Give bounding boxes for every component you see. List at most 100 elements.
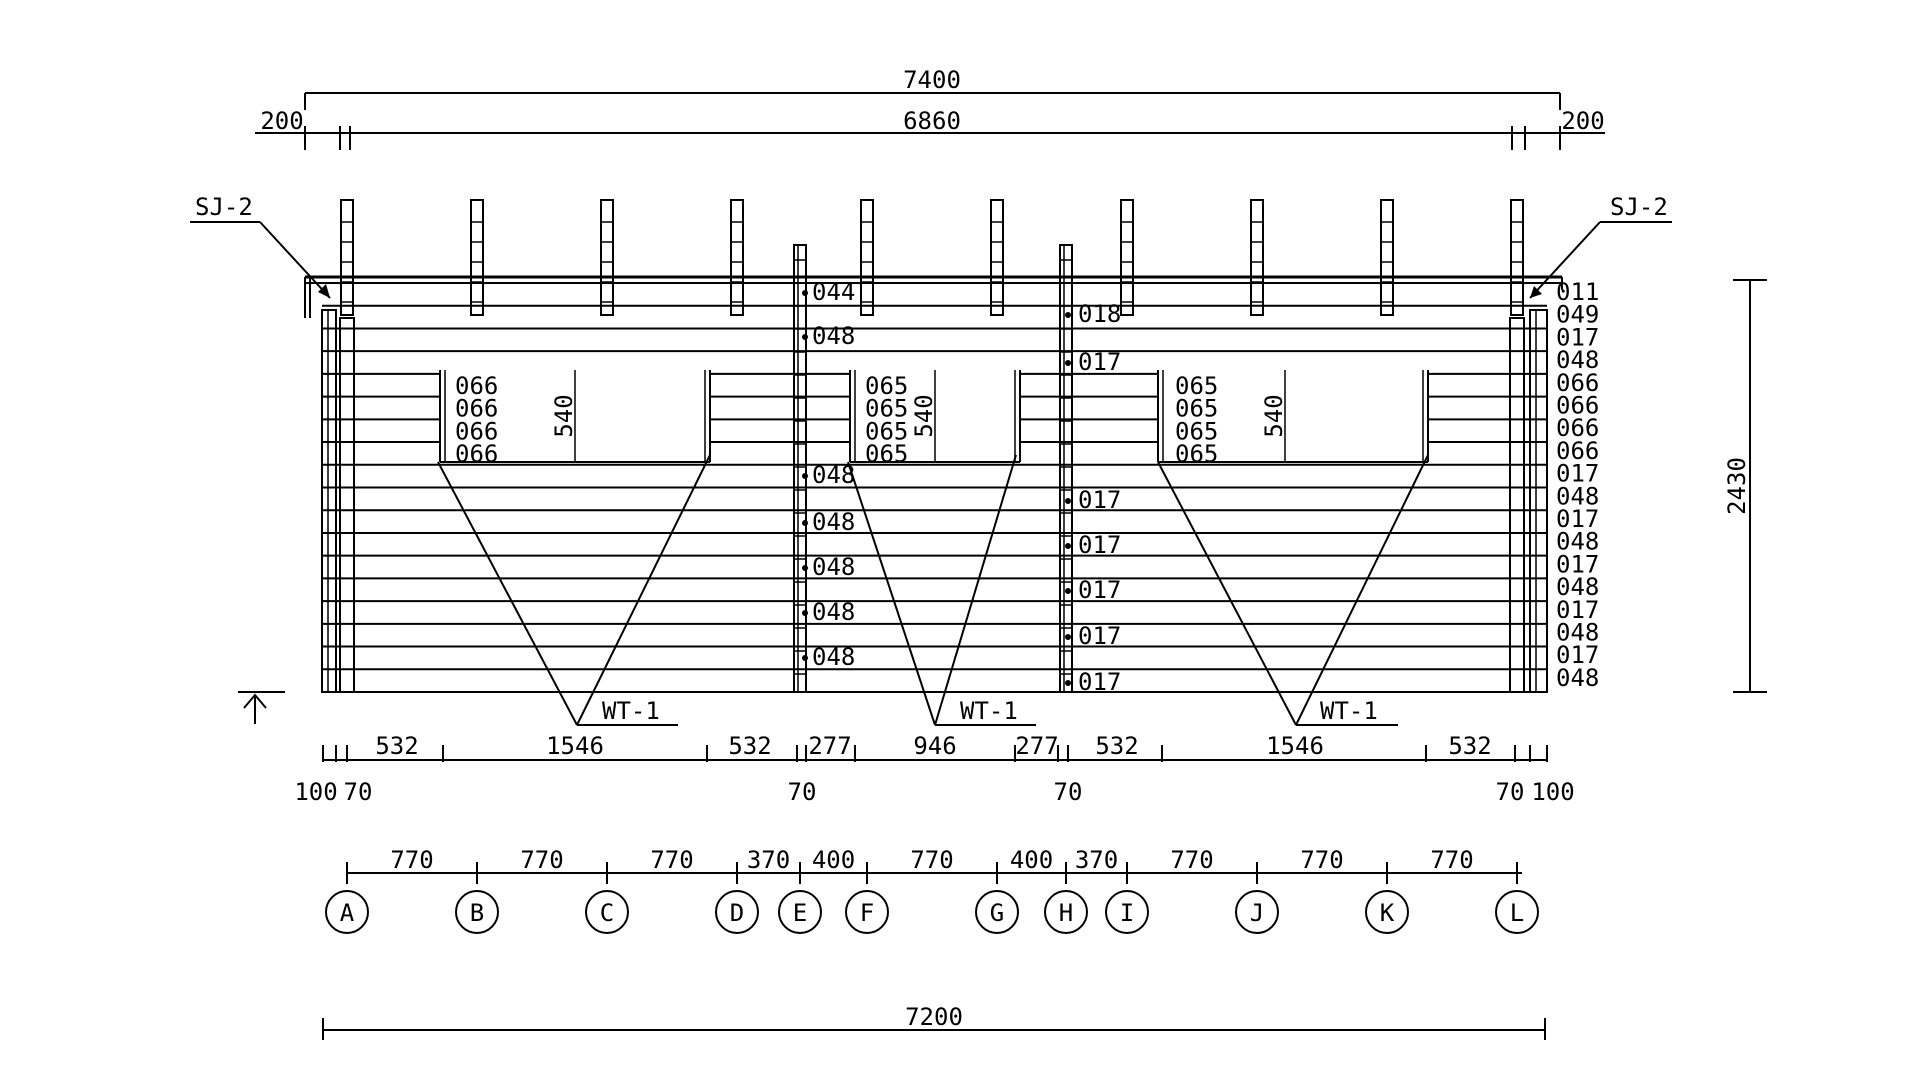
post-e-label: 048: [812, 461, 855, 489]
post-h-label: 017: [1078, 531, 1121, 559]
bottom-dim-2: 100: [1531, 778, 1574, 806]
grid-bubble-L: L: [1495, 890, 1539, 934]
wall-tag-3: WT-1: [1157, 454, 1429, 726]
height-dimension: 2430: [1723, 279, 1767, 693]
rafter-post: [1380, 199, 1394, 316]
window-height-dim: 540: [1260, 394, 1288, 437]
grid-spacing-dim: 370: [1075, 846, 1118, 874]
bottom-dim-2: 70: [344, 778, 373, 806]
rafter-post: [1120, 199, 1134, 316]
grid-spacing-dim: 400: [1010, 846, 1053, 874]
floor-level-marker: [238, 691, 285, 724]
course-label-right: 048: [1556, 482, 1599, 510]
post-e-label: 048: [812, 598, 855, 626]
course-label-right: 017: [1556, 460, 1599, 488]
grid-bubble-B: B: [455, 890, 499, 934]
post-h-label: 017: [1078, 486, 1121, 514]
grid-spacing-dim: 400: [812, 846, 855, 874]
wall-tag-1: WT-1: [437, 454, 711, 726]
window-opening-3: 540: [1157, 370, 1429, 463]
bottom-dim-1: 277: [1015, 732, 1058, 760]
course-label-right: 017: [1556, 505, 1599, 533]
course-label-right: 066: [1556, 369, 1599, 397]
post-e-label: 048: [812, 643, 855, 671]
course-labels: 0110490170480660660660660170480170480170…: [455, 278, 1599, 696]
grid-label-H: H: [1059, 899, 1073, 927]
grid-spacing-dim: 370: [747, 846, 790, 874]
window-1-course-label: 066: [455, 372, 498, 400]
base-dimension: 7200: [322, 1003, 1546, 1040]
bottom-dim-1: 532: [1095, 732, 1138, 760]
rafter-post: [1510, 199, 1524, 316]
bottom-dim-1: 277: [808, 732, 851, 760]
grid-bubble-G: G: [975, 890, 1019, 934]
grid-bubble-H: H: [1044, 890, 1088, 934]
bottom-dim-2: 70: [788, 778, 817, 806]
post-h-label: 018: [1078, 300, 1121, 328]
window-3-course-label: 065: [1175, 372, 1218, 400]
window-3-course-label: 065: [1175, 417, 1218, 445]
wall-tag-2: WT-1: [847, 454, 1036, 726]
course-label-right: 048: [1556, 528, 1599, 556]
height-dim: 2430: [1723, 457, 1751, 515]
grid-bubble-F: F: [845, 890, 889, 934]
grid-spacing-dim: 770: [1170, 846, 1213, 874]
right-overhang-dim: 200: [1561, 107, 1604, 135]
grid-bubble-J: J: [1235, 890, 1279, 934]
grid-label-D: D: [730, 899, 744, 927]
grid-axis: A B C D E F G H I J K L 770 770 770 370 400 770 400 370 770 7…: [325, 846, 1539, 934]
grid-label-C: C: [600, 899, 614, 927]
window-2-course-label: 065: [865, 440, 908, 468]
bottom-dim-2: 100: [294, 778, 337, 806]
window-3-course-label: 065: [1175, 395, 1218, 423]
window-1-course-label: 066: [455, 440, 498, 468]
rafter-post: [340, 199, 354, 316]
grid-label-E: E: [793, 899, 807, 927]
course-label-right: 048: [1556, 619, 1599, 647]
grid-spacing-dim: 770: [910, 846, 953, 874]
post-e-label: 048: [812, 553, 855, 581]
course-label-right: 011: [1556, 278, 1599, 306]
post-h-label: 017: [1078, 622, 1121, 650]
overall-length-dim: 7400: [903, 66, 961, 94]
course-label-right: 066: [1556, 414, 1599, 442]
wall-type-tags: WT-1 WT-1 WT-1: [437, 454, 1429, 726]
course-label-right: 066: [1556, 392, 1599, 420]
grid-bubble-E: E: [778, 890, 822, 934]
wall-tag-1-label: WT-1: [602, 697, 660, 725]
wall-tag-2-label: WT-1: [960, 697, 1018, 725]
window-2-course-label: 065: [865, 417, 908, 445]
window-3-course-label: 065: [1175, 440, 1218, 468]
grid-bubble-A: A: [325, 890, 369, 934]
grid-label-B: B: [470, 899, 484, 927]
course-label-right: 017: [1556, 641, 1599, 669]
bottom-dim-1: 946: [913, 732, 956, 760]
window-2-course-label: 065: [865, 372, 908, 400]
course-label-right: 017: [1556, 323, 1599, 351]
post-e-label: 044: [812, 278, 855, 306]
grid-label-A: A: [340, 899, 355, 927]
grid-spacing-dim: 770: [390, 846, 433, 874]
window-1-course-label: 066: [455, 417, 498, 445]
bottom-dim-2: 70: [1054, 778, 1083, 806]
inner-length-dim: 6860: [903, 107, 961, 135]
grid-label-K: K: [1380, 899, 1395, 927]
grid-spacing-dim: 770: [650, 846, 693, 874]
callout-right-label: SJ-2: [1610, 193, 1668, 221]
course-label-right: 048: [1556, 573, 1599, 601]
window-opening-2: 540: [849, 370, 1021, 463]
bottom-dim-1: 532: [728, 732, 771, 760]
grid-label-L: L: [1510, 899, 1524, 927]
grid-spacing-dim: 770: [1300, 846, 1343, 874]
grid-bubble-D: D: [715, 890, 759, 934]
window-height-dim: 540: [910, 394, 938, 437]
grid-bubble-K: K: [1365, 890, 1409, 934]
post-h-label: 017: [1078, 348, 1121, 376]
callout-left-label: SJ-2: [195, 193, 253, 221]
window-height-dim: 540: [550, 394, 578, 437]
bottom-dim-1: 532: [375, 732, 418, 760]
grid-spacing-dim: 770: [520, 846, 563, 874]
grid-label-I: I: [1120, 899, 1134, 927]
